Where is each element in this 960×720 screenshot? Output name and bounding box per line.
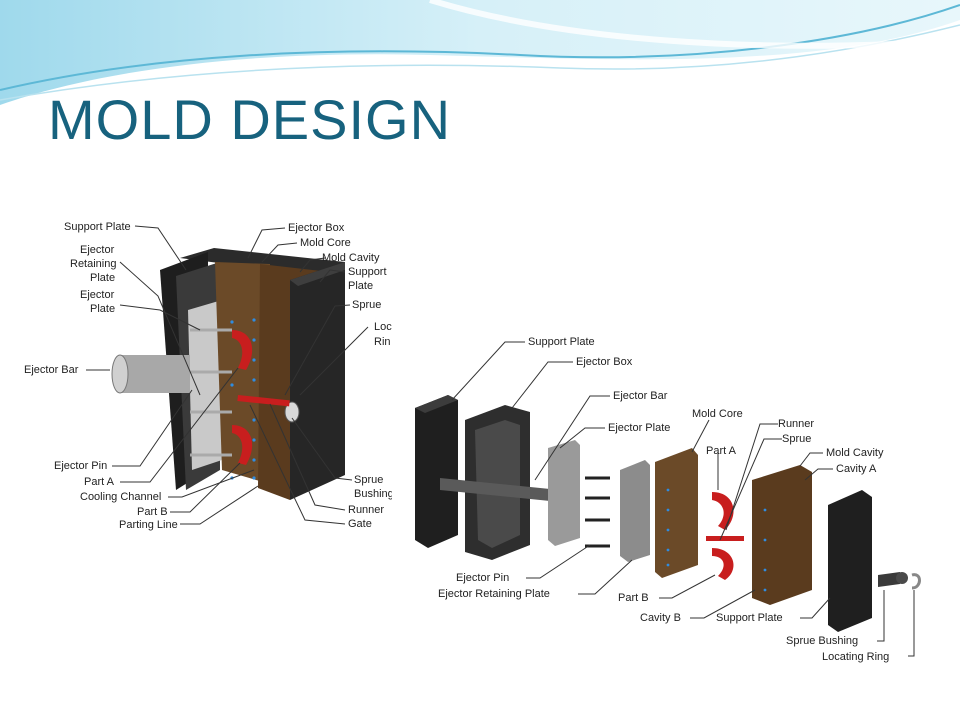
- label-ex-locating-ring: Locating Ring: [822, 651, 889, 663]
- label-ejector-retaining-1: Ejector: [80, 244, 115, 256]
- label-ejector-retaining-2: Retaining: [70, 258, 116, 270]
- label-ex-ejector-pin: Ejector Pin: [456, 572, 509, 584]
- label-ex-part-a: Part A: [706, 445, 737, 457]
- label-ejector-box: Ejector Box: [288, 222, 345, 234]
- slide-title: MOLD DESIGN: [48, 88, 452, 151]
- label-ex-mold-cavity: Mold Cavity: [826, 447, 884, 459]
- exploded-mold-core: [655, 448, 698, 578]
- label-mold-core: Mold Core: [300, 237, 351, 249]
- label-part-a: Part A: [84, 476, 115, 488]
- label-locating-2: Rin: [374, 336, 391, 348]
- label-ejector-pin: Ejector Pin: [54, 460, 107, 472]
- label-cooling-channel: Cooling Channel: [80, 491, 161, 503]
- assembled-mold-body: [111, 248, 345, 500]
- label-mold-cavity: Mold Cavity: [322, 252, 380, 264]
- label-ex-cavity-a: Cavity A: [836, 463, 877, 475]
- label-ex-runner: Runner: [778, 418, 814, 430]
- label-ex-sprue: Sprue: [782, 433, 811, 445]
- label-ex-ejector-retaining-plate: Ejector Retaining Plate: [438, 588, 550, 600]
- label-ex-support-plate-bottom: Support Plate: [716, 612, 783, 624]
- label-ex-ejector-bar: Ejector Bar: [613, 390, 668, 402]
- exploded-support-plate: [415, 395, 458, 548]
- label-support-right-2: Plate: [348, 280, 373, 292]
- label-support-right-1: Support: [348, 266, 387, 278]
- label-ex-support-plate: Support Plate: [528, 336, 595, 348]
- label-ex-part-b: Part B: [618, 592, 649, 604]
- header-wave-decoration: [0, 0, 960, 105]
- label-ex-cavity-b: Cavity B: [640, 612, 681, 624]
- label-gate: Gate: [348, 518, 372, 530]
- label-ejector-plate-1: Ejector: [80, 289, 115, 301]
- label-ejector-bar: Ejector Bar: [24, 364, 79, 376]
- label-sprue: Sprue: [352, 299, 381, 311]
- label-ejector-retaining-3: Plate: [90, 272, 115, 284]
- label-part-b: Part B: [137, 506, 168, 518]
- exploded-mold-cavity: [752, 465, 812, 605]
- label-ex-sprue-bushing: Sprue Bushing: [786, 635, 858, 647]
- label-ex-ejector-box: Ejector Box: [576, 356, 633, 368]
- label-ex-mold-core: Mold Core: [692, 408, 743, 420]
- label-ejector-plate-2: Plate: [90, 303, 115, 315]
- label-sprue-bushing-1: Sprue: [354, 474, 383, 486]
- label-sprue-bushing-2: Bushing: [354, 488, 394, 500]
- label-ex-ejector-plate: Ejector Plate: [608, 422, 670, 434]
- label-runner: Runner: [348, 504, 384, 516]
- label-parting-line: Parting Line: [119, 519, 178, 531]
- label-support-plate: Support Plate: [64, 221, 131, 233]
